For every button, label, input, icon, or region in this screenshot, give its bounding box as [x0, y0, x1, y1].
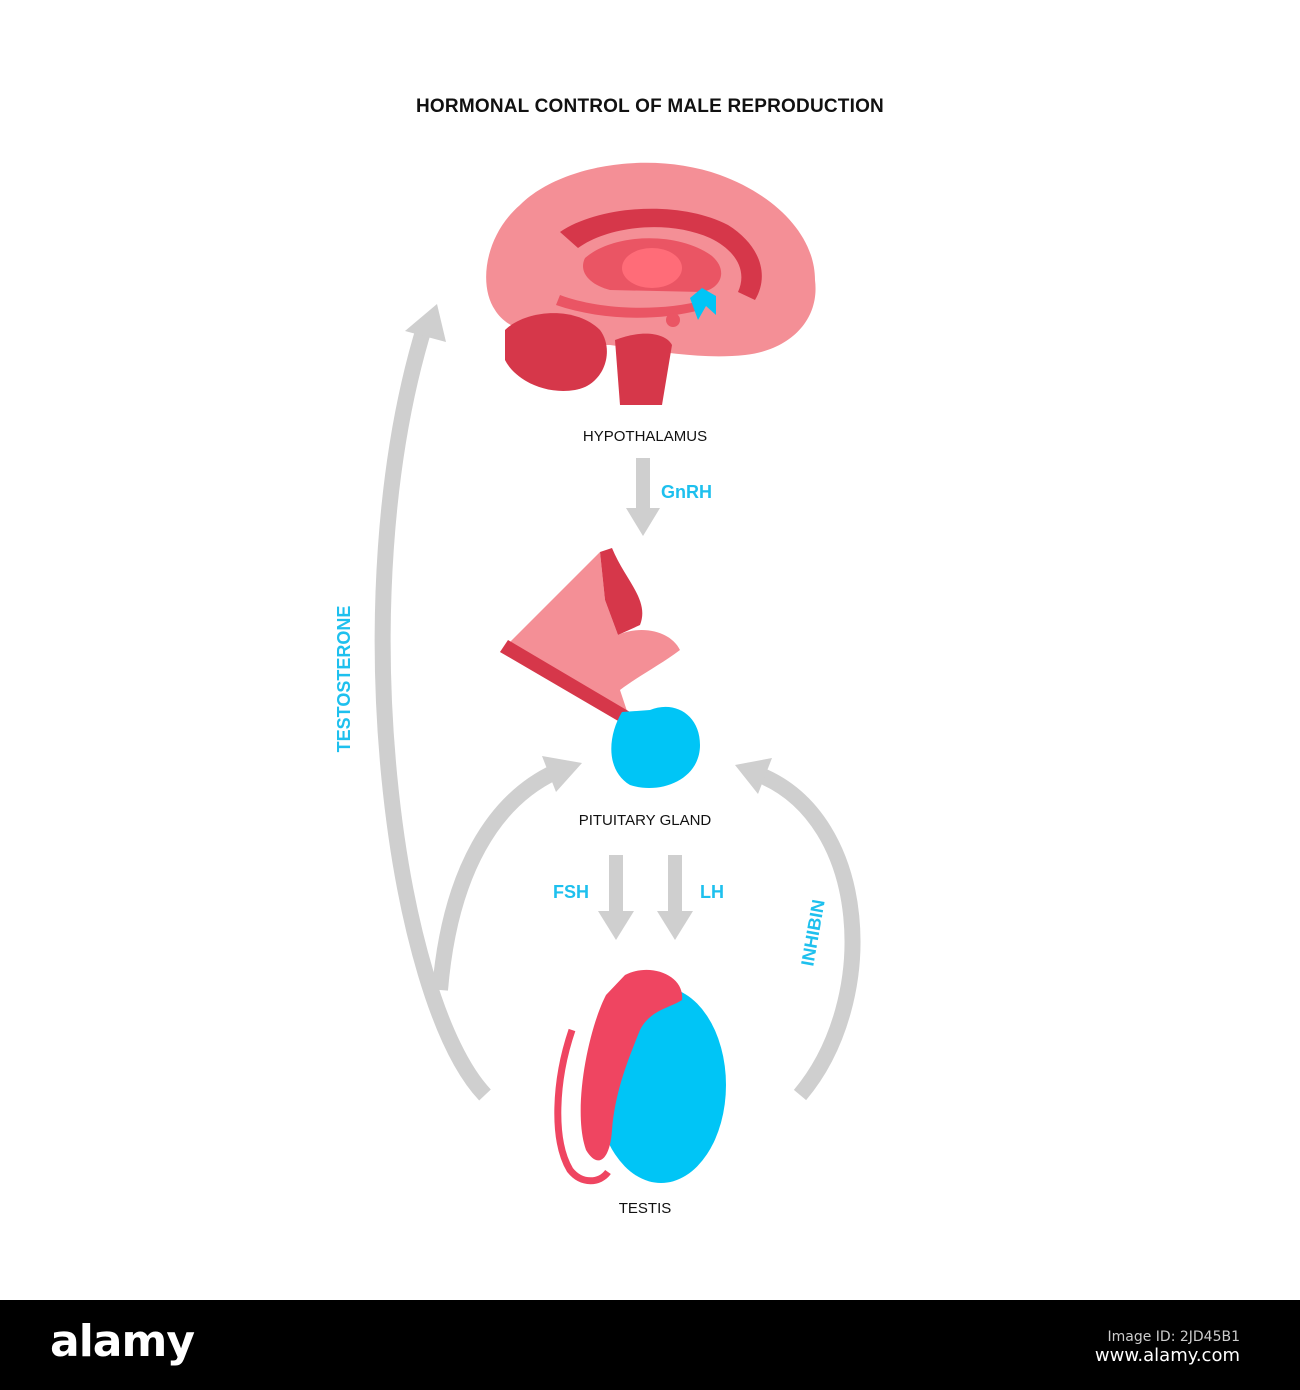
testis-to-pituitary-arrow — [432, 756, 582, 991]
testosterone-label: TESTOSTERONE — [334, 605, 354, 753]
hypothalamus-label: HYPOTHALAMUS — [582, 428, 708, 445]
testosterone-arrow — [374, 304, 491, 1101]
footer-bar — [0, 1300, 1300, 1390]
testis-illustration — [554, 969, 726, 1185]
site-url: www.alamy.com — [1094, 1345, 1240, 1366]
diagram-title: HORMONAL CONTROL OF MALE REPRODUCTION — [416, 96, 884, 117]
brand-logo: alamy — [50, 1316, 195, 1367]
gnrh-label: GnRH — [661, 482, 712, 502]
lh-label: LH — [700, 882, 724, 902]
pituitary-label: PITUITARY GLAND — [578, 812, 712, 829]
testis-label: TESTIS — [618, 1200, 672, 1217]
inhibin-arrow — [735, 758, 861, 1101]
brain-illustration — [486, 162, 816, 405]
diagram-canvas — [374, 162, 861, 1185]
fsh-arrow — [598, 855, 634, 940]
lh-arrow — [657, 855, 693, 940]
pituitary-illustration — [500, 548, 700, 789]
gnrh-arrow — [626, 458, 660, 536]
image-id-label: Image ID: 2JD45B1 — [1107, 1329, 1240, 1345]
image-id: Image ID: 2JD45B1 www.alamy.com — [1095, 1329, 1240, 1366]
fsh-label: FSH — [553, 882, 589, 902]
